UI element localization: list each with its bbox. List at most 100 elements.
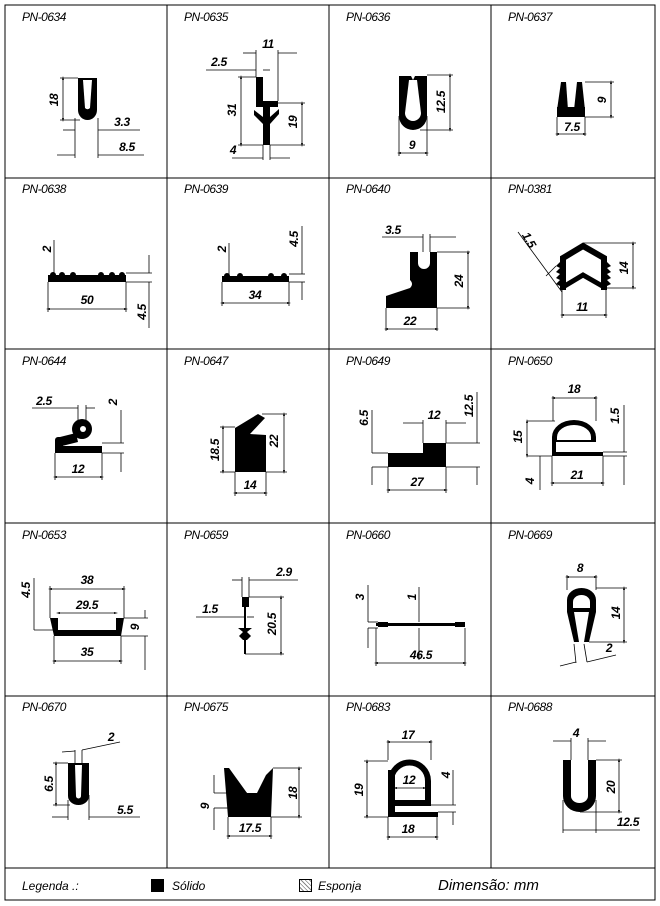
dimension-label: 20.5	[265, 612, 279, 636]
legend-title: Legenda .:	[22, 879, 79, 893]
profile-shape-pn-0381	[517, 231, 636, 318]
dimension-label: 2.9	[276, 565, 292, 579]
dimension-label: 20	[604, 780, 618, 794]
profile-code: PN-0381	[508, 182, 552, 196]
profile-shape-pn-0669	[559, 575, 627, 667]
dimension-label: 17	[401, 728, 415, 742]
profile-shape-pn-0644	[32, 405, 124, 480]
dimension-label: 4	[439, 771, 453, 779]
dimension-label: 4	[572, 726, 580, 740]
dimension-label: 35	[80, 645, 94, 659]
profile-code: PN-0683	[346, 700, 390, 714]
dimension-label: 11	[576, 300, 588, 314]
dimension-label: 17.5	[238, 821, 262, 835]
profile-shape-pn-0649	[371, 392, 480, 493]
profile-code: PN-0659	[184, 528, 228, 542]
profile-code: PN-0688	[508, 700, 552, 714]
legend-sponge-label: Esponja	[318, 879, 362, 893]
dimension-label: 18	[567, 382, 581, 396]
dimension-label: 4	[523, 477, 537, 485]
profile-shape-pn-0637	[555, 80, 614, 136]
dimension-label: 2	[605, 641, 613, 655]
dimension-label: 19	[286, 115, 300, 129]
dimension-label: 1.5	[608, 408, 622, 424]
dimension-label: 1.5	[202, 602, 218, 616]
dimension-label: 3.5	[385, 223, 401, 237]
dimension-label: 5.5	[117, 803, 133, 817]
dimension-label: 18	[401, 822, 415, 836]
profile-shape-pn-0638	[46, 240, 152, 328]
profile-code: PN-0644	[22, 354, 66, 368]
dimension-label: 2	[107, 730, 115, 744]
dimension-label: 6.5	[42, 776, 56, 792]
profile-code: PN-0650	[508, 354, 552, 368]
legend-solid-label: Sólido	[172, 879, 206, 893]
profile-shape-pn-0639	[220, 226, 305, 306]
dimension-label: 11	[262, 37, 274, 51]
profile-code: PN-0636	[346, 10, 390, 24]
profile-shape-pn-0650	[526, 396, 627, 490]
dimension-label: 18	[47, 93, 61, 107]
dimension-label: 2	[106, 398, 120, 406]
dimension-label: 14	[609, 606, 623, 620]
dimension-label: 4	[229, 143, 237, 157]
dimension-label: 8	[576, 561, 584, 575]
profile-shape-pn-0640	[382, 234, 470, 331]
dimension-label: 21	[570, 468, 584, 482]
dimension-label: 4.5	[135, 304, 149, 320]
profile-shape-pn-0675	[213, 766, 302, 839]
solid-swatch-icon	[151, 879, 164, 892]
profile-code: PN-0634	[22, 10, 66, 24]
dimension-label: 9	[198, 802, 212, 810]
dimension-label: 14	[617, 261, 631, 275]
dimension-label: 22	[403, 314, 417, 328]
profile-code: PN-0637	[508, 10, 552, 24]
profile-shape-pn-0659	[196, 577, 298, 656]
dimension-label: 12.5	[434, 90, 448, 114]
profile-shape-pn-0635	[206, 50, 305, 160]
dimension-label: 27	[410, 475, 424, 489]
dimension-label: 19	[352, 783, 366, 797]
dimension-label: 3.3	[114, 115, 130, 129]
profile-code: PN-0649	[346, 354, 390, 368]
dimension-label: 38	[80, 573, 94, 587]
dimension-label: 50	[80, 293, 94, 307]
dimension-label: 4.5	[19, 582, 33, 598]
profile-code: PN-0669	[508, 528, 552, 542]
dimension-label: 12	[427, 408, 441, 422]
dimension-label: 2.5	[211, 55, 227, 69]
dimension-label: 9	[408, 138, 416, 152]
dimension-label: 8.5	[119, 140, 135, 154]
profile-code: PN-0638	[22, 182, 66, 196]
profile-code: PN-0647	[184, 354, 228, 368]
dimension-label: 29.5	[75, 598, 99, 612]
dimension-label: 9	[128, 623, 142, 631]
profile-code: PN-0639	[184, 182, 228, 196]
dimension-label: 24	[452, 274, 466, 288]
dimension-label: 12.5	[462, 394, 476, 418]
dimension-label: 22	[267, 434, 281, 448]
dimension-label: 3	[353, 593, 367, 601]
profile-code: PN-0635	[184, 10, 228, 24]
profile-code: PN-0653	[22, 528, 66, 542]
dimension-label: 12	[402, 773, 416, 787]
dimension-label: 18	[286, 786, 300, 800]
dimension-label: 2	[40, 245, 54, 253]
dimension-label: 46.5	[409, 648, 433, 662]
dimension-label: 1	[405, 593, 419, 601]
sponge-swatch-icon	[299, 879, 312, 892]
dimension-label: 14	[243, 478, 257, 492]
dimension-label: 6.5	[357, 410, 371, 426]
profile-shape-pn-0634	[57, 76, 144, 158]
dimension-label: 34	[248, 288, 262, 302]
profile-shape-pn-0670	[52, 741, 140, 820]
profile-shape-pn-0660	[367, 585, 467, 666]
profile-code: PN-0640	[346, 182, 390, 196]
profile-shape-pn-0647	[220, 412, 287, 496]
profile-shape-pn-0636	[397, 73, 453, 156]
profile-code: PN-0660	[346, 528, 390, 542]
profile-code: PN-0670	[22, 700, 66, 714]
dimension-label: 2	[215, 245, 229, 253]
dimension-label: 12	[71, 462, 85, 476]
dimension-label: 7.5	[564, 120, 580, 134]
